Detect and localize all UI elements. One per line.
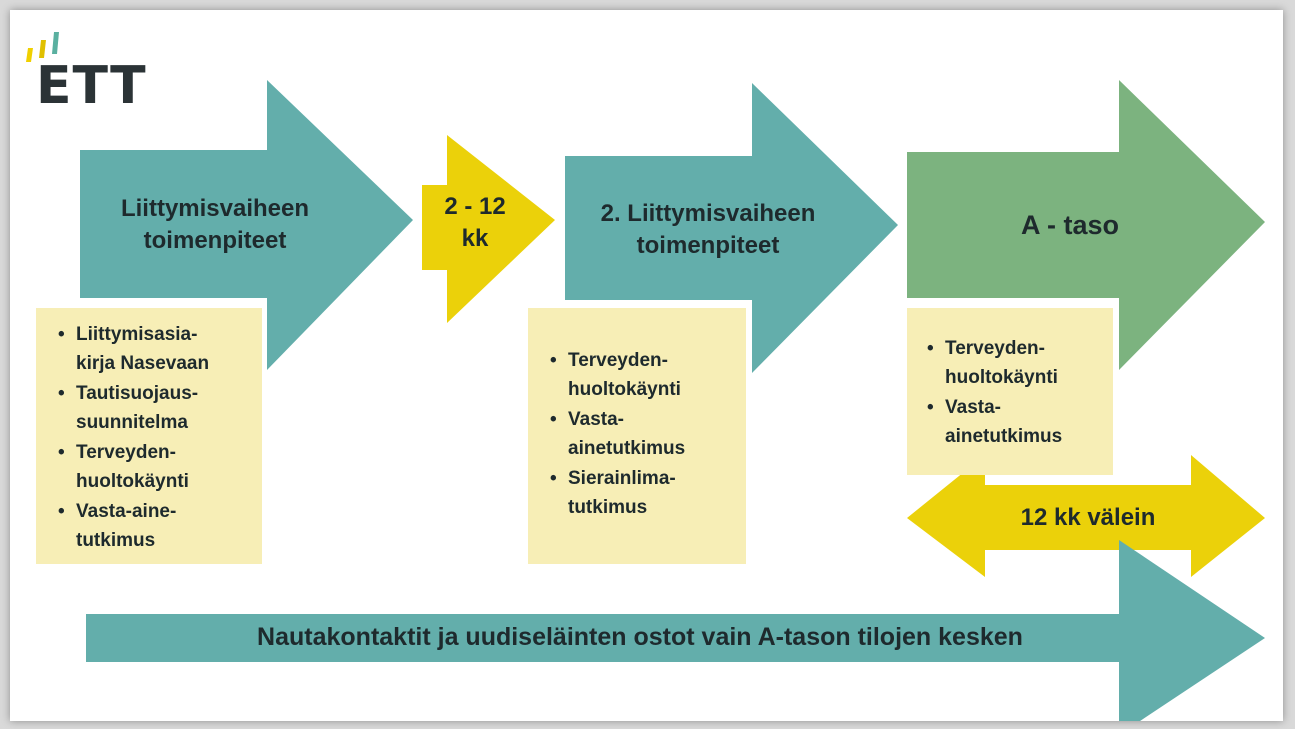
list-item: Sierainlima- tutkimus <box>550 464 746 523</box>
logo-bars-icon <box>26 32 59 62</box>
step3-box: Terveyden- huoltokäynti Vasta- ainetutki… <box>907 308 1113 475</box>
step2-box: Terveyden- huoltokäynti Vasta- ainetutki… <box>528 308 746 564</box>
step1-box: Liittymisasia- kirja Nasevaan Tautisuoja… <box>36 308 262 564</box>
interval-title: 2 - 12 kk <box>444 192 506 252</box>
list-item: Vasta- ainetutkimus <box>927 393 1113 452</box>
slide: ETT Liittymisvaiheen toimenpiteet Liitty… <box>10 10 1283 721</box>
double-arrow <box>907 455 1265 577</box>
step2-arrow <box>565 83 898 373</box>
list-item: Vasta-aine- tutkimus <box>58 497 262 556</box>
step1-arrow <box>80 80 413 370</box>
arrow-diagram <box>80 80 1265 721</box>
bottom-arrow <box>86 540 1265 721</box>
step3-title: A - taso <box>1020 209 1119 240</box>
interval-12kk-label: 12 kk välein <box>1020 503 1156 531</box>
step2-title: 2. Liittymisvaiheen toimenpiteet <box>600 199 816 259</box>
list-item: Tautisuojaus- suunnitelma <box>58 379 262 438</box>
list-item: Liittymisasia- kirja Nasevaan <box>58 320 262 379</box>
list-item: Vasta- ainetutkimus <box>550 405 746 464</box>
step1-title: Liittymisvaiheen toimenpiteet <box>120 194 310 254</box>
list-item: Terveyden- huoltokäynti <box>58 438 262 497</box>
list-item: Terveyden- huoltokäynti <box>550 346 746 405</box>
step3-arrow <box>907 80 1265 370</box>
logo-text: ETT <box>36 56 147 116</box>
list-item: Terveyden- huoltokäynti <box>927 334 1113 393</box>
interval-arrow <box>422 135 555 323</box>
bottom-arrow-label: Nautakontaktit ja uudiseläinten ostot va… <box>257 623 1023 652</box>
